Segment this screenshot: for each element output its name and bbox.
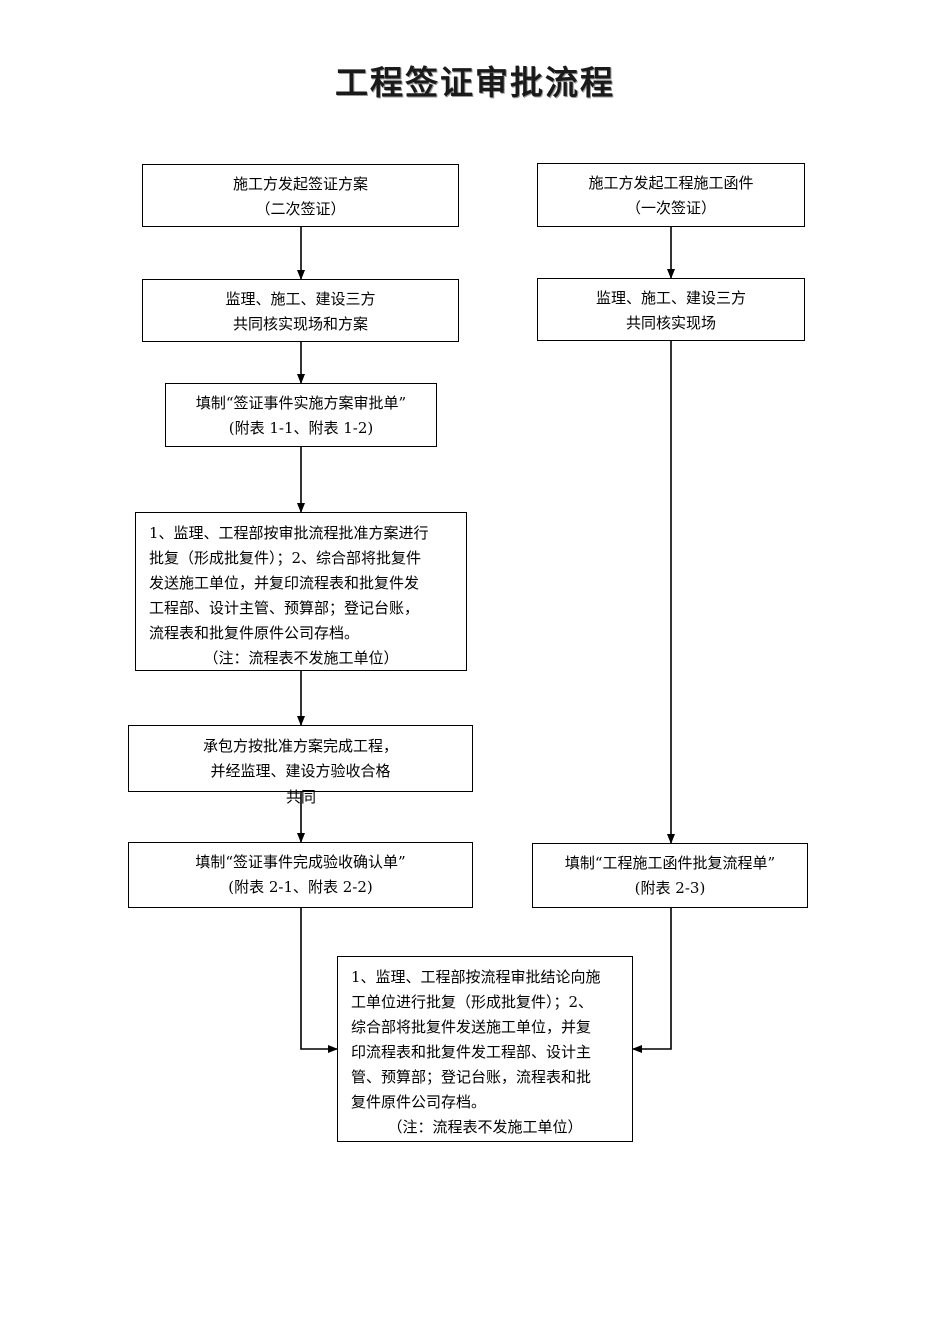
final-step-line6: 复件原件公司存档。 bbox=[351, 1093, 487, 1111]
right-step1-line1: 施工方发起工程施工函件 bbox=[588, 174, 754, 192]
left-step3-line1: 填制“签证事件实施方案审批单” bbox=[195, 394, 407, 412]
left-step5-line1: 承包方按批准方案完成工程， bbox=[202, 737, 398, 755]
right-step2-line1: 监理、施工、建设三方 bbox=[595, 289, 746, 307]
left-step1-box: 施工方发起签证方案 （二次签证） bbox=[142, 164, 459, 227]
final-step-line4: 印流程表和批复件发工程部、设计主 bbox=[351, 1043, 592, 1061]
final-step-line3: 综合部将批复件发送施工单位，并复 bbox=[351, 1018, 592, 1036]
left-step4-box: 1、监理、工程部按审批流程批准方案进行 批复（形成批复件）；2、综合部将批复件 … bbox=[135, 512, 467, 671]
right-step1-box: 施工方发起工程施工函件 （一次签证） bbox=[537, 163, 805, 227]
left-step6-box: 填制“签证事件完成验收确认单” (附表 2-1、附表 2-2) bbox=[128, 842, 473, 908]
final-step-note: （注：流程表不发施工单位） bbox=[387, 1118, 583, 1136]
left-step5-line2: 并经监理、建设方验收合格 bbox=[210, 762, 391, 780]
left-step4-note: （注：流程表不发施工单位） bbox=[203, 649, 399, 667]
left-step3-box: 填制“签证事件实施方案审批单” (附表 1-1、附表 1-2) bbox=[165, 383, 437, 447]
right-step2-box: 监理、施工、建设三方 共同核实现场 bbox=[537, 278, 805, 341]
left-step4-line3: 发送施工单位，并复印流程表和批复件发 bbox=[149, 574, 420, 592]
left-step6-line1: 填制“签证事件完成验收确认单” bbox=[195, 853, 406, 871]
left-step5-overflow-text: 共同 bbox=[286, 788, 317, 806]
left-step1-line2: （二次签证） bbox=[255, 200, 346, 218]
left-step3-line2: (附表 1-1、附表 1-2) bbox=[228, 419, 374, 437]
left-step4-line2: 批复（形成批复件）；2、综合部将批复件 bbox=[149, 549, 422, 567]
final-step-line5: 管、预算部；登记台账，流程表和批 bbox=[351, 1068, 592, 1086]
left-step4-line1: 1、监理、工程部按审批流程批准方案进行 bbox=[149, 524, 429, 542]
arrow-l6-final bbox=[300, 908, 338, 1053]
left-step6-line2: (附表 2-1、附表 2-2) bbox=[228, 878, 373, 896]
final-step-line1: 1、监理、工程部按流程审批结论向施 bbox=[351, 968, 601, 986]
left-step2-line1: 监理、施工、建设三方 bbox=[225, 290, 376, 308]
right-step1-line2: （一次签证） bbox=[625, 199, 716, 217]
left-step4-line4: 工程部、设计主管、预算部；登记台账， bbox=[149, 599, 420, 617]
left-step4-line5: 流程表和批复件原件公司存档。 bbox=[149, 624, 360, 642]
right-step3-line2: (附表 2-3) bbox=[634, 879, 706, 897]
right-step3-box: 填制“工程施工函件批复流程单” (附表 2-3) bbox=[532, 843, 808, 908]
left-step2-box: 监理、施工、建设三方 共同核实现场和方案 bbox=[142, 279, 459, 342]
arrow-r3-final bbox=[632, 908, 672, 1053]
right-step2-line2: 共同核实现场 bbox=[625, 314, 716, 332]
page-title: 工程签证审批流程 bbox=[335, 63, 615, 102]
left-step2-line2: 共同核实现场和方案 bbox=[232, 315, 368, 333]
final-step-line2: 工单位进行批复（形成批复件）；2、 bbox=[351, 993, 594, 1011]
left-step1-line1: 施工方发起签证方案 bbox=[232, 175, 368, 193]
left-step5-box: 承包方按批准方案完成工程， 并经监理、建设方验收合格 bbox=[128, 725, 473, 792]
right-step3-line1: 填制“工程施工函件批复流程单” bbox=[564, 854, 776, 872]
final-step-box: 1、监理、工程部按流程审批结论向施 工单位进行批复（形成批复件）；2、 综合部将… bbox=[337, 956, 633, 1142]
